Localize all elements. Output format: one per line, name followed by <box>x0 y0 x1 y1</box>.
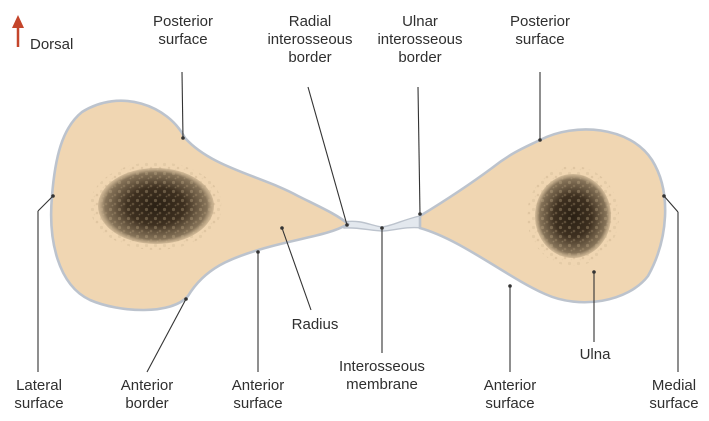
label-line: surface <box>218 395 298 413</box>
label-line: surface <box>4 395 74 413</box>
label-line: surface <box>143 31 223 49</box>
label-anterior-surface-radius: Anterior surface <box>218 377 298 413</box>
label-lateral-surface: Lateral surface <box>4 377 74 413</box>
radius-spongy-bone <box>90 162 222 250</box>
label-line: Anterior <box>107 377 187 395</box>
label-posterior-surface-ulna: Posterior surface <box>500 13 580 49</box>
label-line: border <box>255 49 365 67</box>
label-anterior-surface-ulna: Anterior surface <box>470 377 550 413</box>
ulna-spongy-bone <box>527 166 619 266</box>
label-line: Lateral <box>4 377 74 395</box>
label-line: Anterior <box>470 377 550 395</box>
label-line: Posterior <box>143 13 223 31</box>
label-line: Ulna <box>565 346 625 364</box>
label-line: surface <box>470 395 550 413</box>
label-line: interosseous <box>255 31 365 49</box>
label-radial-interosseous-border: Radial interosseous border <box>255 13 365 67</box>
dorsal-arrow-icon <box>12 15 24 47</box>
label-interosseous-membrane: Interosseous membrane <box>322 358 442 394</box>
label-ulnar-interosseous-border: Ulnar interosseous border <box>365 13 475 67</box>
label-line: surface <box>500 31 580 49</box>
dorsal-label: Dorsal <box>30 36 73 54</box>
label-line: membrane <box>322 376 442 394</box>
leader-posterior-surface-radius <box>182 72 183 138</box>
label-line: Radial <box>255 13 365 31</box>
label-line: surface <box>640 395 708 413</box>
label-line: Radius <box>280 316 350 334</box>
label-line: Ulnar <box>365 13 475 31</box>
label-line: border <box>107 395 187 413</box>
label-medial-surface: Medial surface <box>640 377 708 413</box>
label-line: Anterior <box>218 377 298 395</box>
label-line: Posterior <box>500 13 580 31</box>
label-radius: Radius <box>280 316 350 334</box>
label-line: Interosseous <box>322 358 442 376</box>
label-posterior-surface-radius: Posterior surface <box>143 13 223 49</box>
label-line: border <box>365 49 475 67</box>
label-line: Medial <box>640 377 708 395</box>
label-ulna: Ulna <box>565 346 625 364</box>
leader-ulnar-interosseous-border <box>418 87 420 214</box>
label-anterior-border: Anterior border <box>107 377 187 413</box>
label-line: interosseous <box>365 31 475 49</box>
